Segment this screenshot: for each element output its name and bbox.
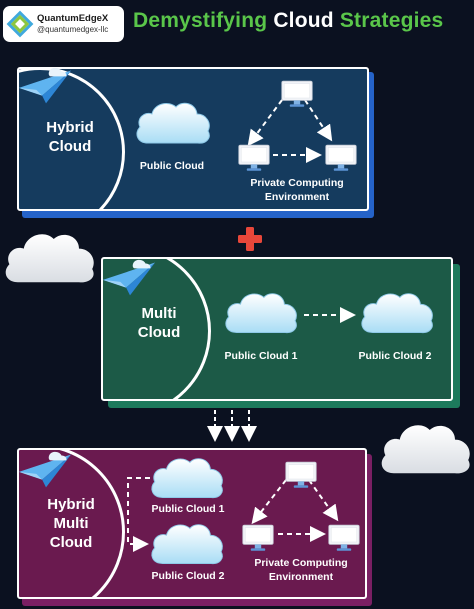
hybrid-multi-title-line3: Cloud: [49, 533, 93, 551]
monitor-icon: [328, 524, 360, 552]
hybrid-title: Hybrid Cloud: [33, 119, 107, 157]
hybrid-multi-title: Hybrid Multi Cloud: [39, 496, 103, 552]
multi-title-line2: Cloud: [137, 323, 181, 341]
brand-logo-icon: [6, 10, 34, 38]
hybrid-multi-cloud1-label: Public Cloud 1: [151, 503, 225, 515]
hybrid-multi-title-line2: Multi: [53, 514, 89, 532]
hybrid-public-cloud-label: Public Cloud: [139, 160, 205, 172]
monitor-icon: [285, 461, 317, 489]
hybrid-multi-private-label: Private Computing Environment: [241, 557, 361, 584]
multi-title-line1: Multi: [141, 305, 177, 322]
brand-badge: QuantumEdgeX @quantumedgex-llc: [3, 6, 124, 42]
hybrid-private-line1: Private Computing: [250, 177, 344, 189]
monitor-icon: [242, 524, 274, 552]
hybrid-title-line1: Hybrid: [46, 119, 94, 136]
hybrid-multi-title-line1: Hybrid: [47, 496, 95, 513]
hybrid-multi-private-line1: Private Computing: [254, 557, 348, 569]
hybrid-private-label: Private Computing Environment: [237, 177, 357, 204]
multi-arc: [103, 259, 211, 399]
plus-icon: [238, 227, 262, 251]
multi-cloud2-label: Public Cloud 2: [358, 350, 432, 362]
brand-name: QuantumEdgeX: [37, 12, 109, 24]
multi-title: Multi Cloud: [127, 305, 191, 343]
brand-handle: @quantumedgex-llc: [37, 24, 109, 34]
hybrid-private-line2: Environment: [264, 190, 330, 203]
multi-cloud1-label: Public Cloud 1: [224, 350, 298, 362]
title-part1: Demystifying: [133, 9, 268, 32]
title-part2: Cloud: [273, 9, 334, 32]
hybrid-multi-private-line2: Environment: [268, 570, 334, 583]
page-title: Demystifying Cloud Strategies: [133, 9, 443, 33]
hybrid-multi-cloud2-label: Public Cloud 2: [151, 570, 225, 582]
hybrid-multi-arc: [19, 450, 125, 597]
hybrid-title-line2: Cloud: [48, 137, 92, 155]
title-part3: Strategies: [339, 9, 444, 32]
